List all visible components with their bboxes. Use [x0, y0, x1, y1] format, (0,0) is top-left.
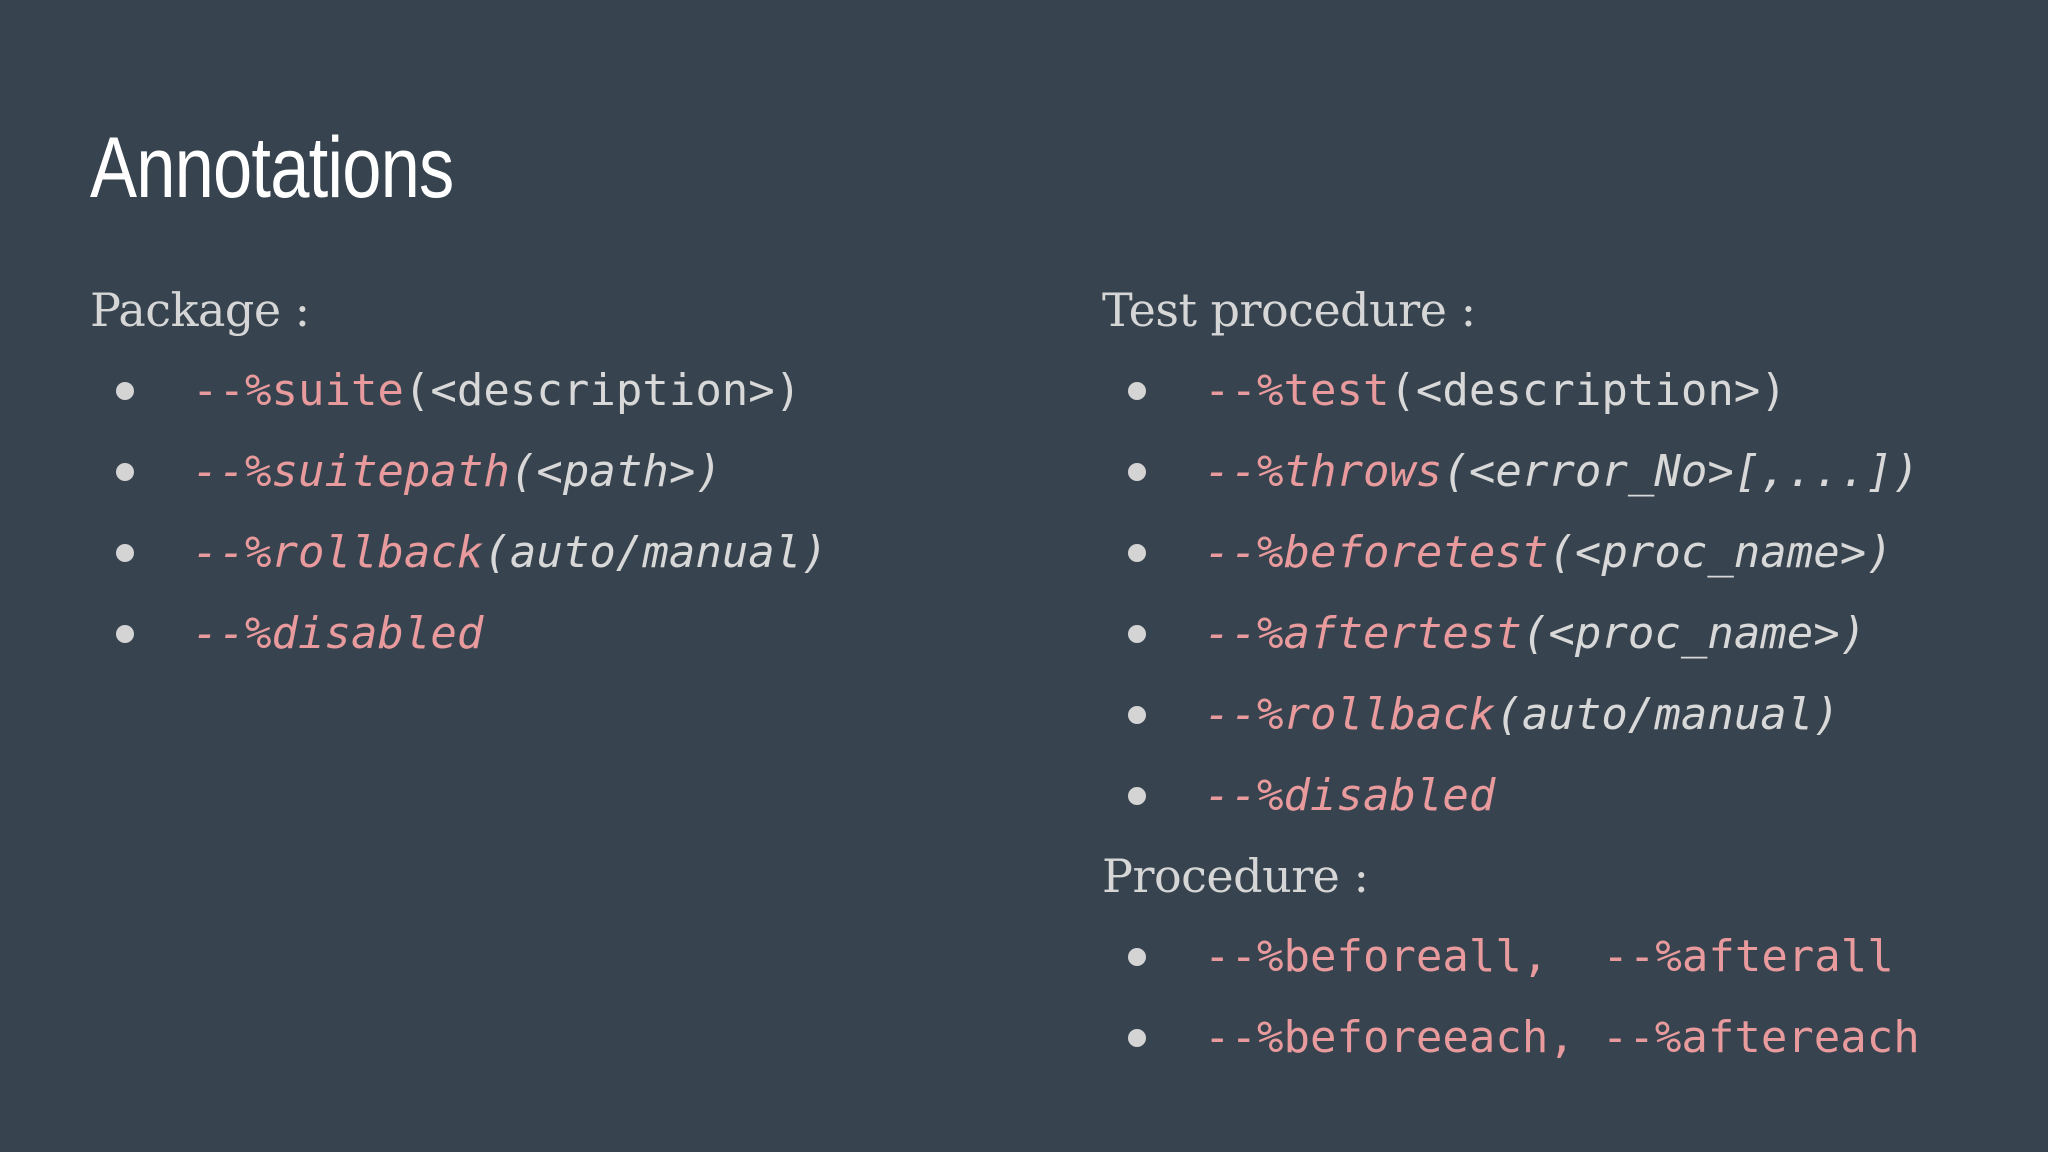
bullet-icon [1128, 1029, 1146, 1047]
list-item: --%suite(<description>) [90, 350, 828, 431]
list-item: --%disabled [90, 593, 828, 674]
annotation-args: (auto/manual) [1495, 689, 1840, 740]
test-procedure-heading: Test procedure : [1102, 283, 1476, 337]
list-item: --%throws(<error_No>[,...]) [1102, 431, 1920, 512]
annotation-args: (<description>) [403, 365, 802, 416]
package-column: Package : --%suite(<description>) --%sui… [90, 270, 828, 674]
list-item: --%disabled [1102, 755, 1920, 836]
list-item: --%aftertest(<proc_name>) [1102, 593, 1920, 674]
annotation-keyword: --%disabled [1204, 770, 1496, 821]
list-item: --%suitepath(<path>) [90, 431, 828, 512]
annotation-keyword: --%aftereach [1601, 1012, 1920, 1063]
annotation-keyword: --%test [1204, 365, 1390, 416]
list-item: --%beforetest(<proc_name>) [1102, 512, 1920, 593]
annotation-keyword: --%suitepath [192, 446, 510, 497]
annotation-keyword: --%rollback [1204, 689, 1496, 740]
annotation-args: (<error_No>[,...]) [1442, 446, 1920, 497]
annotation-keyword: --%beforeeach, [1204, 1012, 1575, 1063]
list-item: --%beforeeach, --%aftereach [1102, 997, 1920, 1078]
bullet-icon [116, 544, 134, 562]
list-item: --%beforeall, --%afterall [1102, 916, 1920, 997]
slide-title: Annotations [90, 120, 454, 216]
package-annotation-list: --%suite(<description>) --%suitepath(<pa… [90, 350, 828, 674]
procedure-annotation-list: --%beforeall,--%afterall --%beforeeach,-… [1102, 916, 1920, 1078]
procedure-heading: Procedure : [1102, 849, 1369, 903]
bullet-icon [1128, 625, 1146, 643]
test-procedure-annotation-list: --%test(<description>) --%throws(<error_… [1102, 350, 1920, 836]
bullet-icon [116, 382, 134, 400]
bullet-icon [1128, 382, 1146, 400]
annotation-keyword: --%aftertest [1204, 608, 1522, 659]
list-item: --%rollback(auto/manual) [1102, 674, 1920, 755]
annotation-args: (<path>) [509, 446, 722, 497]
annotation-keyword: --%disabled [192, 608, 484, 659]
bullet-icon [1128, 948, 1146, 966]
bullet-icon [116, 625, 134, 643]
bullet-icon [1128, 544, 1146, 562]
bullet-icon [116, 463, 134, 481]
annotation-args: (<proc_name>) [1521, 608, 1867, 659]
annotation-args: (<description>) [1389, 365, 1787, 416]
annotation-args: (auto/manual) [483, 527, 828, 578]
list-item: --%rollback(auto/manual) [90, 512, 828, 593]
bullet-icon [1128, 463, 1146, 481]
bullet-icon [1128, 706, 1146, 724]
annotation-keyword: --%afterall [1602, 931, 1894, 982]
test-procedure-column: Test procedure : --%test(<description>) … [1102, 270, 1920, 1078]
annotation-keyword: --%suite [192, 365, 404, 416]
annotation-keyword: --%throws [1204, 446, 1443, 497]
list-item: --%test(<description>) [1102, 350, 1920, 431]
annotation-keyword: --%rollback [192, 527, 484, 578]
annotation-keyword: --%beforetest [1204, 527, 1549, 578]
annotation-keyword: --%beforeall, [1204, 931, 1549, 982]
annotation-args: (<proc_name>) [1548, 527, 1893, 578]
bullet-icon [1128, 787, 1146, 805]
package-heading: Package : [90, 283, 310, 337]
